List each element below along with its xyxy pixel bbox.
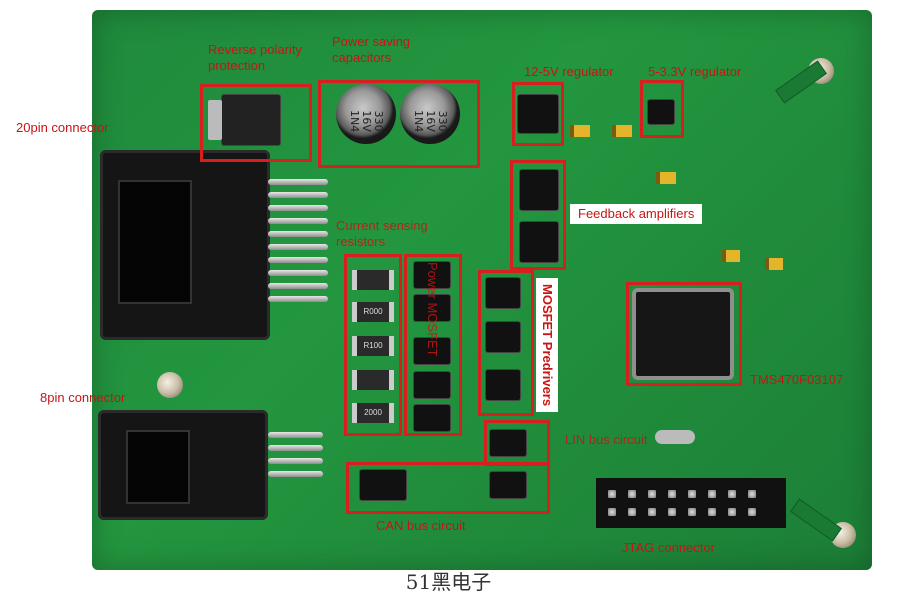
box-lin-bus bbox=[484, 420, 550, 466]
power-mosfet-4 bbox=[414, 372, 450, 398]
tantalum-cap-5 bbox=[765, 258, 783, 270]
sense-resistor-1 bbox=[352, 270, 394, 290]
label-lin-bus: LIN bus circuit bbox=[565, 432, 648, 447]
label-power-capacitors: Power saving capacitors bbox=[332, 34, 411, 65]
predriver-2 bbox=[486, 322, 520, 352]
box-regulator-5-3v3 bbox=[640, 80, 684, 138]
lin-transceiver bbox=[490, 430, 526, 456]
connector-20pin-pins bbox=[268, 172, 328, 309]
sense-resistor-5: 2000 bbox=[352, 403, 394, 423]
label-regulator-12-5v: 12-5V regulator bbox=[524, 64, 614, 79]
connector-8pin-pins bbox=[268, 425, 323, 484]
box-current-sensing bbox=[344, 254, 402, 436]
sense-resistor-4 bbox=[352, 370, 394, 390]
capacitor-right: 330 16V 1N4 bbox=[400, 84, 460, 144]
predriver-3 bbox=[486, 370, 520, 400]
connector-20pin-slot bbox=[118, 180, 192, 304]
box-reverse-polarity bbox=[200, 84, 312, 162]
box-mcu bbox=[626, 282, 742, 386]
power-mosfet-3 bbox=[414, 338, 450, 364]
feedback-amp-2 bbox=[520, 222, 558, 262]
power-mosfet-2 bbox=[414, 295, 450, 321]
tantalum-cap-4 bbox=[722, 250, 740, 262]
label-predrivers: MOSFET Predrivers bbox=[536, 278, 558, 413]
label-power-mosfet: Power MOSFET bbox=[425, 262, 440, 357]
power-mosfet-5 bbox=[414, 405, 450, 431]
label-reverse-polarity: Reverse polarity protection bbox=[208, 42, 302, 73]
tantalum-cap-2 bbox=[612, 125, 632, 137]
reverse-polarity-tab bbox=[208, 100, 222, 140]
standoff-left bbox=[157, 372, 183, 398]
regulator-12-5v bbox=[518, 95, 558, 133]
jtag-header bbox=[596, 478, 786, 528]
reverse-polarity-mosfet bbox=[222, 95, 280, 145]
power-mosfet-1 bbox=[414, 262, 450, 288]
predriver-1 bbox=[486, 278, 520, 308]
box-can-bus bbox=[346, 462, 550, 514]
label-feedback: Feedback amplifiers bbox=[570, 204, 703, 224]
sense-resistor-3: R100 bbox=[352, 336, 394, 356]
box-regulator-12-5v bbox=[512, 82, 564, 146]
box-feedback-amps bbox=[510, 160, 566, 270]
crystal bbox=[655, 430, 695, 444]
mcu-chip bbox=[636, 292, 730, 376]
box-predrivers bbox=[478, 270, 534, 416]
label-current-sensing: Current sensing resistors bbox=[336, 218, 428, 249]
regulator-5-3v3 bbox=[648, 100, 674, 124]
label-mcu: TMS470F03107 bbox=[750, 372, 844, 387]
can-transceiver-2 bbox=[490, 472, 526, 498]
connector-8pin bbox=[98, 410, 268, 520]
label-jtag: JTAG connector bbox=[622, 540, 715, 555]
label-can-bus: CAN bus circuit bbox=[376, 518, 466, 533]
feedback-amp-1 bbox=[520, 170, 558, 210]
capacitor-left: 330 16V 1N4 bbox=[336, 84, 396, 144]
connector-8pin-slot bbox=[126, 430, 190, 504]
box-power-capacitors bbox=[318, 80, 480, 168]
sense-resistor-2: R000 bbox=[352, 302, 394, 322]
watermark: 51黑电子 bbox=[405, 570, 492, 594]
label-8pin: 8pin connector bbox=[40, 390, 126, 405]
label-regulator-5-3v3: 5-3.3V regulator bbox=[648, 64, 742, 79]
box-power-mosfets bbox=[404, 254, 462, 436]
can-transceiver-1 bbox=[360, 470, 406, 500]
tantalum-cap-1 bbox=[570, 125, 590, 137]
label-20pin: 20pin connector bbox=[16, 120, 109, 135]
connector-20pin bbox=[100, 150, 270, 340]
tantalum-cap-3 bbox=[656, 172, 676, 184]
